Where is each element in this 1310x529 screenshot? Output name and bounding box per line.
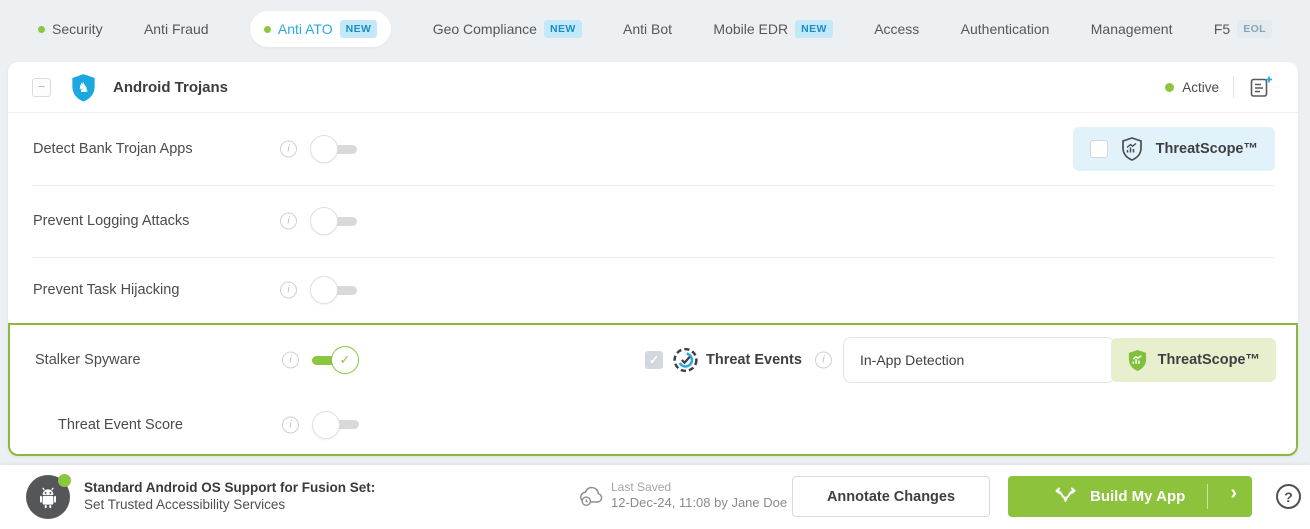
feature-label: Prevent Logging Attacks — [33, 213, 189, 229]
feature-label: Threat Event Score — [58, 417, 183, 433]
info-icon[interactable]: i — [280, 141, 297, 158]
status-badge: Active — [1165, 80, 1219, 95]
tab-authentication[interactable]: Authentication — [961, 21, 1050, 37]
help-icon[interactable]: ? — [1276, 484, 1301, 509]
tab-label: Geo Compliance — [433, 21, 537, 37]
tab-label: Anti Bot — [623, 21, 672, 37]
toggle-threat-event-score[interactable] — [312, 411, 359, 439]
threatscope-shield-icon — [1121, 137, 1143, 161]
tab-label: Mobile EDR — [713, 21, 788, 37]
build-my-app-button[interactable]: Build My App › — [1008, 476, 1252, 517]
feature-label: Stalker Spyware — [35, 352, 141, 368]
tab-label: Access — [874, 21, 919, 37]
panel-title: Android Trojans — [113, 79, 228, 96]
info-icon[interactable]: i — [280, 213, 297, 230]
add-note-icon[interactable] — [1248, 74, 1274, 100]
tab-label: Security — [52, 21, 103, 37]
new-badge: NEW — [795, 20, 833, 38]
fusion-set-title: Standard Android OS Support for Fusion S… — [84, 479, 375, 496]
toggle-stalker-spyware[interactable]: ✓ — [312, 346, 359, 374]
row-threat-event-score: Threat Event Score i — [10, 395, 1296, 454]
active-module-dot — [38, 26, 45, 33]
threatscope-shield-icon — [1127, 349, 1148, 372]
feature-label: Prevent Task Hijacking — [33, 282, 179, 298]
tab-label: Anti Fraud — [144, 21, 209, 37]
row-prevent-task-hijacking: Prevent Task Hijacking i — [8, 257, 1298, 323]
panel-header: − ♞ Android Trojans Active — [8, 62, 1298, 113]
check-icon: ✓ — [340, 352, 351, 368]
info-icon[interactable]: i — [280, 282, 297, 299]
active-module-dot — [264, 26, 271, 33]
tab-mobile-edr[interactable]: Mobile EDR NEW — [713, 20, 832, 38]
threatscope-label: ThreatScope™ — [1156, 141, 1258, 157]
detection-mode-value: In-App Detection — [860, 352, 964, 368]
last-saved-cloud-icon — [578, 485, 605, 508]
info-icon[interactable]: i — [282, 416, 299, 433]
toggle-knob — [310, 135, 338, 163]
last-saved-detail: 12-Dec-24, 11:08 by Jane Doe — [611, 495, 787, 511]
eol-badge: EOL — [1237, 20, 1272, 38]
divider — [1233, 76, 1234, 98]
row-prevent-logging-attacks: Prevent Logging Attacks i — [8, 185, 1298, 257]
toggle-knob — [312, 411, 340, 439]
info-icon[interactable]: i — [282, 352, 299, 369]
highlighted-section: Stalker Spyware i ✓ ✓ Threat Events i In… — [8, 323, 1298, 456]
fusion-set-info: Standard Android OS Support for Fusion S… — [84, 479, 375, 513]
threat-events-icon — [672, 347, 699, 374]
tab-label: Anti ATO — [278, 21, 333, 37]
threatscope-label: ThreatScope™ — [1158, 352, 1260, 368]
threat-events-checkbox[interactable]: ✓ — [645, 351, 663, 369]
footer-bar: Standard Android OS Support for Fusion S… — [0, 465, 1310, 529]
tab-access[interactable]: Access — [874, 21, 919, 37]
os-status-dot — [58, 474, 71, 487]
threat-events-label: Threat Events — [706, 352, 802, 368]
toggle-knob: ✓ — [331, 346, 359, 374]
new-badge: NEW — [340, 20, 378, 38]
row-stalker-spyware: Stalker Spyware i ✓ ✓ Threat Events i In… — [10, 325, 1296, 395]
tab-management[interactable]: Management — [1091, 21, 1173, 37]
status-dot — [1165, 83, 1174, 92]
tab-anti-bot[interactable]: Anti Bot — [623, 21, 672, 37]
tab-anti-fraud[interactable]: Anti Fraud — [144, 21, 209, 37]
row-detect-bank-trojan-apps: Detect Bank Trojan Apps i ThreatScope™ — [8, 113, 1298, 185]
svg-text:♞: ♞ — [78, 79, 90, 94]
check-icon: ✓ — [649, 353, 659, 367]
toggle-knob — [310, 276, 338, 304]
tab-label: Management — [1091, 21, 1173, 37]
toggle-prevent-task-hijacking[interactable] — [310, 276, 357, 304]
annotate-changes-button[interactable]: Annotate Changes — [792, 476, 990, 517]
last-saved-label: Last Saved — [611, 479, 787, 495]
threatscope-checkbox[interactable] — [1090, 140, 1108, 158]
toggle-detect-bank-trojan[interactable] — [310, 135, 357, 163]
threatscope-button[interactable]: ThreatScope™ — [1111, 338, 1276, 382]
tab-geo-compliance[interactable]: Geo Compliance NEW — [433, 20, 582, 38]
collapse-icon[interactable]: − — [32, 78, 51, 97]
product-tab-bar: Security Anti Fraud Anti ATO NEW Geo Com… — [0, 0, 1310, 58]
android-trojans-panel: − ♞ Android Trojans Active Detect Bank T… — [8, 62, 1298, 456]
build-icon — [1054, 485, 1077, 508]
toggle-prevent-logging[interactable] — [310, 207, 357, 235]
trojan-shield-icon: ♞ — [70, 73, 97, 102]
tab-label: F5 — [1214, 21, 1230, 37]
detection-mode-select[interactable]: In-App Detection — [843, 337, 1115, 383]
feature-label: Detect Bank Trojan Apps — [33, 141, 193, 157]
tab-security[interactable]: Security — [38, 21, 103, 37]
button-divider — [1207, 484, 1208, 509]
tab-label: Authentication — [961, 21, 1050, 37]
chevron-right-icon[interactable]: › — [1230, 482, 1237, 505]
last-saved-info: Last Saved 12-Dec-24, 11:08 by Jane Doe — [611, 479, 787, 511]
threatscope-option[interactable]: ThreatScope™ — [1073, 127, 1275, 171]
tab-anti-ato[interactable]: Anti ATO NEW — [250, 11, 391, 47]
build-button-label: Build My App — [1090, 488, 1185, 505]
fusion-set-subtitle: Set Trusted Accessibility Services — [84, 496, 375, 513]
info-icon[interactable]: i — [815, 352, 832, 369]
toggle-knob — [310, 207, 338, 235]
tab-f5[interactable]: F5 EOL — [1214, 20, 1272, 38]
new-badge: NEW — [544, 20, 582, 38]
status-label: Active — [1182, 80, 1219, 95]
